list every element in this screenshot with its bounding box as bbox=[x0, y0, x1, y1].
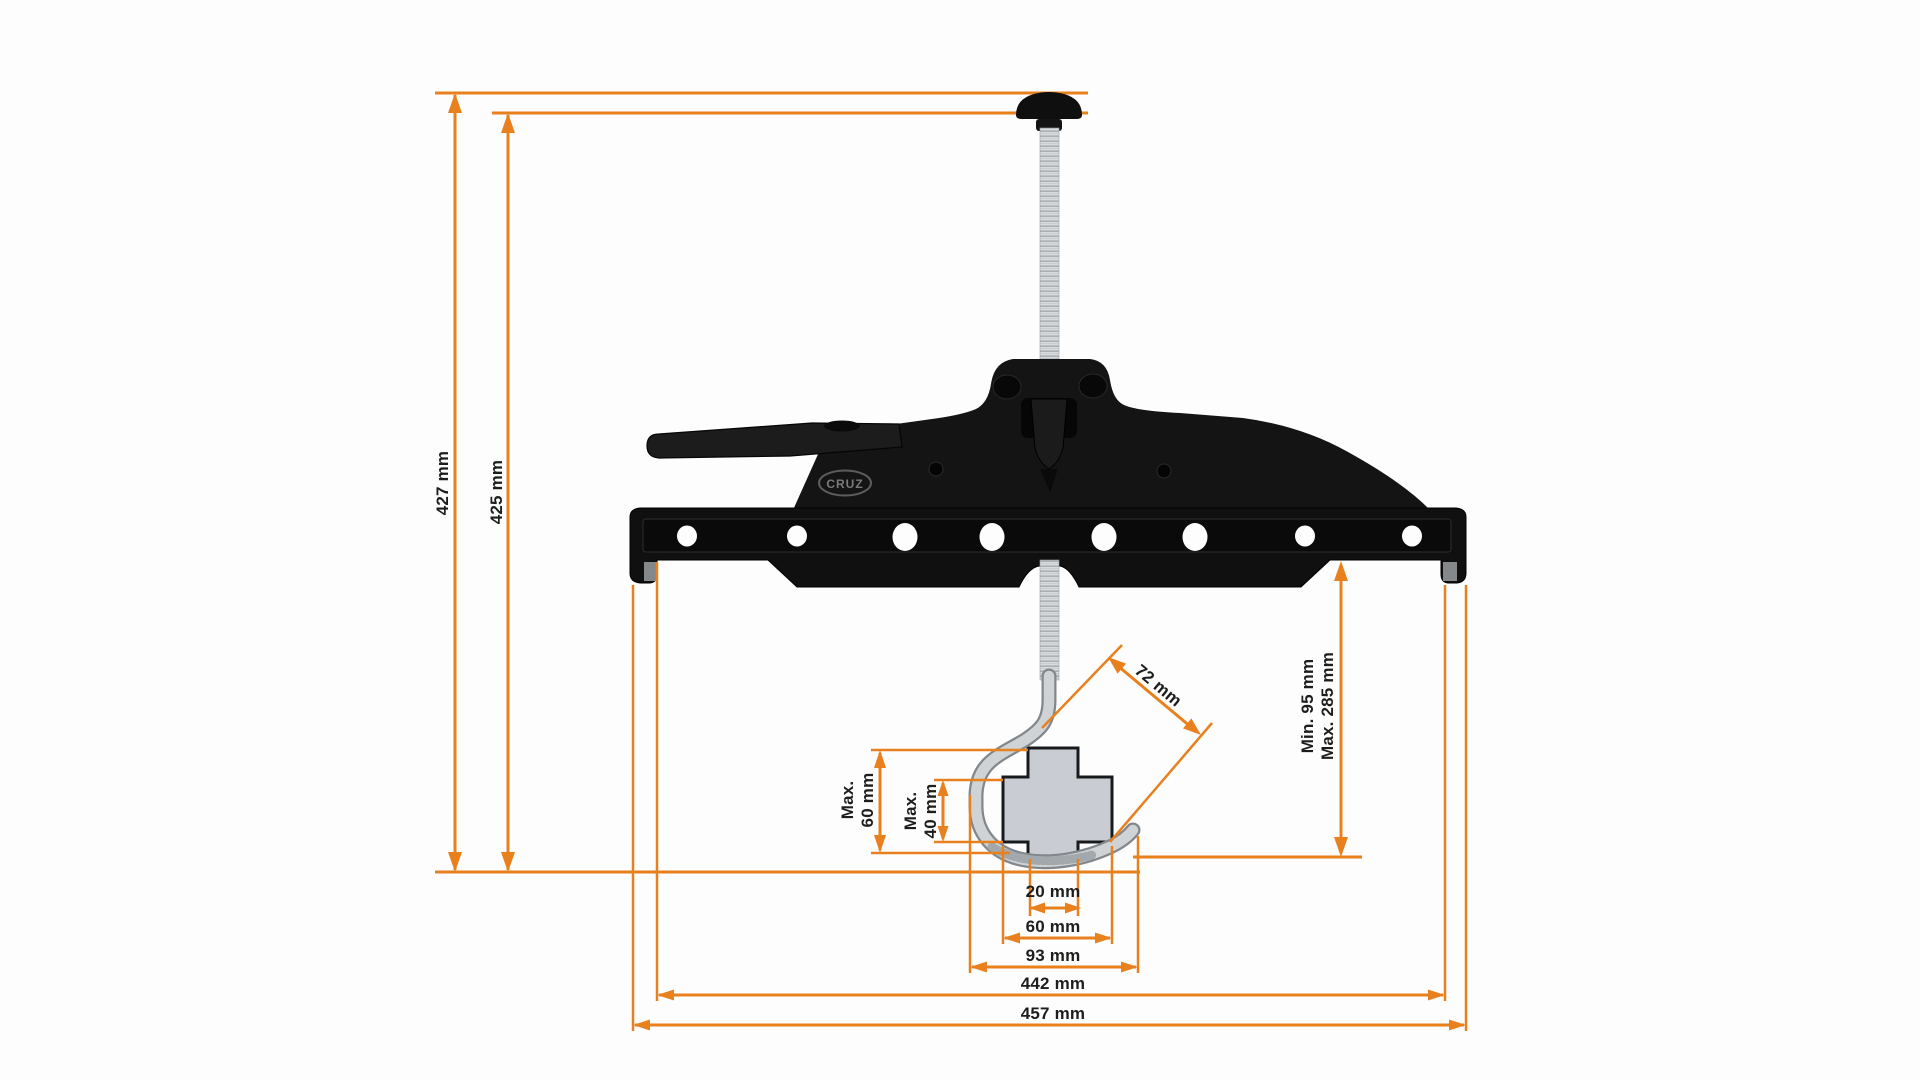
crossbar-holes bbox=[677, 523, 1422, 551]
mounting-hole bbox=[1402, 525, 1422, 547]
dim-label-crossbar-inner-span: 442 mm bbox=[1020, 974, 1086, 993]
latch-groove bbox=[1040, 469, 1058, 492]
dim-crossbar-overall-width bbox=[631, 585, 1468, 1031]
dim-hook-opening bbox=[1041, 644, 1213, 843]
latch-tongue bbox=[1030, 398, 1068, 470]
mounting-hole bbox=[1295, 525, 1315, 547]
screw-right bbox=[1156, 463, 1172, 479]
rod-knob bbox=[1016, 92, 1082, 119]
dim-profile-outer-height bbox=[871, 748, 1028, 855]
dimension-lines bbox=[435, 93, 1468, 1031]
release-lever bbox=[646, 422, 903, 459]
brand-badge-ring bbox=[818, 469, 872, 497]
mounting-hole bbox=[787, 525, 807, 547]
tower-ear-left bbox=[992, 374, 1022, 400]
j-hook-metal bbox=[970, 670, 1139, 867]
dim-hook-overall-width bbox=[968, 795, 1140, 973]
mounting-hole bbox=[1091, 523, 1117, 551]
threaded-rod-upper bbox=[1039, 127, 1060, 360]
j-hook-thread-ribs bbox=[987, 842, 1097, 866]
dim-overall-height-inner bbox=[501, 113, 515, 872]
lever-detail bbox=[824, 420, 860, 432]
crossbar-endcap-inner-left bbox=[644, 562, 656, 581]
clamp-body bbox=[793, 359, 1430, 510]
screw-left bbox=[928, 461, 944, 477]
dim-label-overall-height-outer: 427 mm bbox=[433, 450, 452, 516]
dim-crossbar-inner-span bbox=[655, 562, 1447, 1001]
dim-label-profile-inner-height: Max. 40 mm bbox=[901, 784, 941, 839]
dim-label-tab-width: 20 mm bbox=[1025, 882, 1081, 901]
dim-label-mounting-height-max: Max. 285 mm bbox=[1318, 651, 1337, 761]
clamp-device: CRUZ bbox=[629, 92, 1467, 870]
dim-profile-width bbox=[1001, 846, 1114, 944]
dimension-extension-lines-top bbox=[435, 91, 1088, 115]
brand-badge: CRUZ bbox=[818, 469, 872, 497]
brand-logo-text: CRUZ bbox=[826, 477, 863, 491]
dim-label-profile-outer-height: Max. 60 mm bbox=[838, 773, 878, 828]
dim-tab-width bbox=[1028, 859, 1081, 916]
threaded-rod-lower bbox=[1039, 559, 1060, 681]
mounting-hole bbox=[1182, 523, 1208, 551]
dim-label-max-value: 40 mm bbox=[921, 783, 940, 839]
dim-label-hook-overall-width: 93 mm bbox=[1025, 946, 1081, 965]
crossbar-face bbox=[642, 518, 1452, 553]
dim-label-overall-height-inner: 425 mm bbox=[487, 459, 506, 525]
clamped-profile-block bbox=[1001, 746, 1114, 859]
dim-profile-inner-height bbox=[934, 778, 1003, 844]
dim-label-max-value: 60 mm bbox=[858, 772, 877, 828]
tower-ear-right bbox=[1078, 373, 1108, 399]
mounting-hole bbox=[979, 523, 1005, 551]
dim-label-mounting-height-min: Min. 95 mm bbox=[1298, 658, 1317, 754]
dim-mounting-height-range bbox=[1133, 561, 1362, 859]
j-hook bbox=[968, 668, 1141, 870]
dim-label-max-prefix: Max. bbox=[838, 780, 857, 820]
dim-overall-height-outer bbox=[448, 93, 462, 872]
mounting-hole bbox=[892, 523, 918, 551]
dim-label-max-prefix: Max. bbox=[901, 791, 920, 831]
dim-label-profile-width: 60 mm bbox=[1025, 917, 1081, 936]
mounting-hole bbox=[677, 525, 697, 547]
crossbar-endcap-inner-right bbox=[1443, 562, 1457, 581]
dim-label-crossbar-overall-width: 457 mm bbox=[1020, 1004, 1086, 1023]
dim-label-mounting-height-range: Min. 95 mm Max. 285 mm bbox=[1298, 652, 1338, 760]
